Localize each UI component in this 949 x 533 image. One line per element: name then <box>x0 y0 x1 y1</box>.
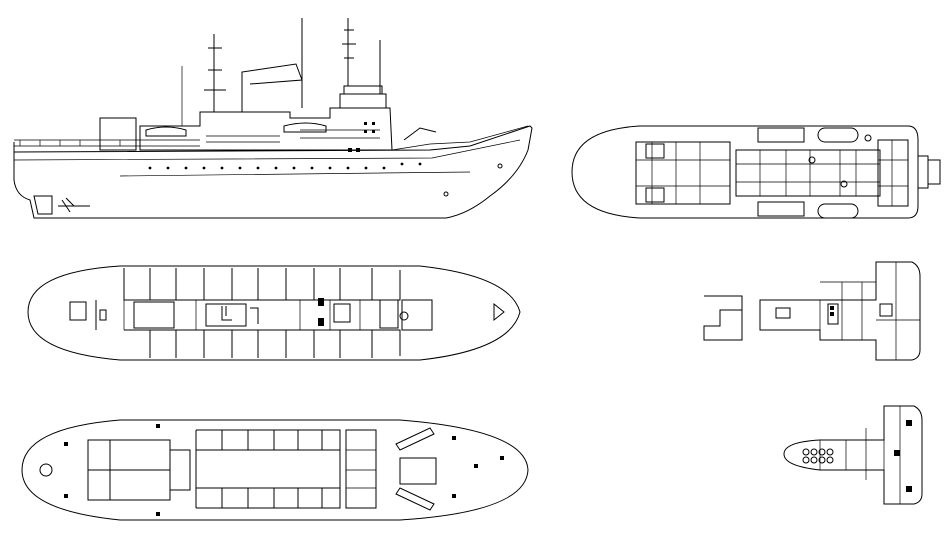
equipment-icon <box>830 312 834 316</box>
searchlight-icon <box>906 486 912 492</box>
lifeboat-port <box>817 127 859 143</box>
rudder <box>33 195 53 215</box>
stair-icon <box>221 306 259 324</box>
ship-profile-view <box>13 18 533 219</box>
superstructure-windows-blk <box>348 122 375 152</box>
crane-boom <box>241 63 303 112</box>
wheelhouse-top-outline <box>783 405 923 505</box>
upper-deck-transom <box>918 155 929 189</box>
upper-deck-plan-view <box>571 125 941 219</box>
sheer-line <box>13 139 521 161</box>
fwd-store <box>379 299 399 329</box>
lifeboat-aft <box>145 126 187 137</box>
equipment-icon <box>830 306 834 310</box>
lifeboat-fwd <box>283 122 327 133</box>
main-mast <box>342 18 356 86</box>
wheelhouse-block <box>877 139 909 207</box>
capstan-icon <box>39 463 53 477</box>
upper-deck-hull-outline <box>571 125 919 219</box>
vent-icon <box>808 156 816 164</box>
windlass-icon <box>399 311 409 321</box>
aft-store <box>69 301 87 321</box>
bridge-deck-aft-wing <box>703 295 743 341</box>
mast-base-icon <box>894 450 900 456</box>
engine-casing <box>133 301 175 329</box>
bridge-deck-rooms <box>819 262 920 360</box>
waterline <box>119 171 471 177</box>
wheelhouse-top-plan-view <box>783 405 923 505</box>
deckhouse-partitions <box>736 150 880 196</box>
galley <box>205 303 247 327</box>
anchor-davit-starboard <box>395 487 435 511</box>
deck-store-port <box>757 127 805 143</box>
wheelhouse-partitions <box>878 140 908 206</box>
propeller-icon <box>58 197 90 213</box>
main-superstructure <box>139 107 393 151</box>
main-deck-rooms-bottom <box>124 329 401 358</box>
superstructure-windows <box>206 129 380 143</box>
compass-and-lights <box>802 448 834 464</box>
chart-table <box>879 303 893 317</box>
hatch-cover-a <box>645 143 665 159</box>
pump-room <box>169 449 191 491</box>
bridge-house <box>339 93 387 109</box>
main-deck-hull-outline <box>27 265 521 361</box>
davit-crane <box>403 127 437 141</box>
deck-store-starboard <box>757 201 805 217</box>
vent-icon <box>840 180 848 188</box>
lower-deck-rooms <box>195 429 341 509</box>
fwd-cabin-partitions <box>346 449 376 489</box>
radio-room <box>827 303 839 325</box>
wheelhouse-top-partitions <box>819 406 901 504</box>
ladder-icon <box>318 298 324 306</box>
aft-mast <box>204 34 226 112</box>
main-deck-rooms-top <box>95 268 401 330</box>
main-deck-corridor <box>123 300 361 330</box>
lifeboat-starboard <box>817 203 859 219</box>
searchlight-icon <box>906 420 912 426</box>
lower-deck-engine-room <box>87 439 171 501</box>
bollards <box>64 424 504 516</box>
lower-deck-plan-view <box>21 419 529 521</box>
upper-deckhouse <box>735 149 881 197</box>
aft-deck-rail <box>14 139 200 147</box>
lower-deck-hull-outline <box>21 419 529 521</box>
anchor-davit-port <box>395 427 435 451</box>
hull-outline <box>13 125 533 219</box>
bosun-store <box>401 299 433 331</box>
funnel-casing <box>775 307 791 319</box>
bulwark-fwd <box>391 125 529 151</box>
portholes <box>148 162 503 197</box>
fwd-cabins <box>345 429 377 509</box>
bridge-top <box>343 85 383 94</box>
bollard-icon <box>864 134 872 142</box>
stern-platform <box>927 159 941 185</box>
hatch-block <box>635 141 731 205</box>
stairwell <box>333 303 351 323</box>
main-deck-plan-view <box>27 265 521 361</box>
bow-marker <box>493 302 505 322</box>
steering-gear <box>99 309 107 321</box>
hatch-cover-b <box>645 187 665 203</box>
bridge-deck-plan-view <box>703 261 921 361</box>
chain-locker <box>399 457 437 485</box>
bridge-deck-outline <box>759 261 921 361</box>
aft-deckhouse <box>99 117 137 151</box>
ladder-icon <box>318 318 324 326</box>
hatch-grid <box>636 142 730 204</box>
